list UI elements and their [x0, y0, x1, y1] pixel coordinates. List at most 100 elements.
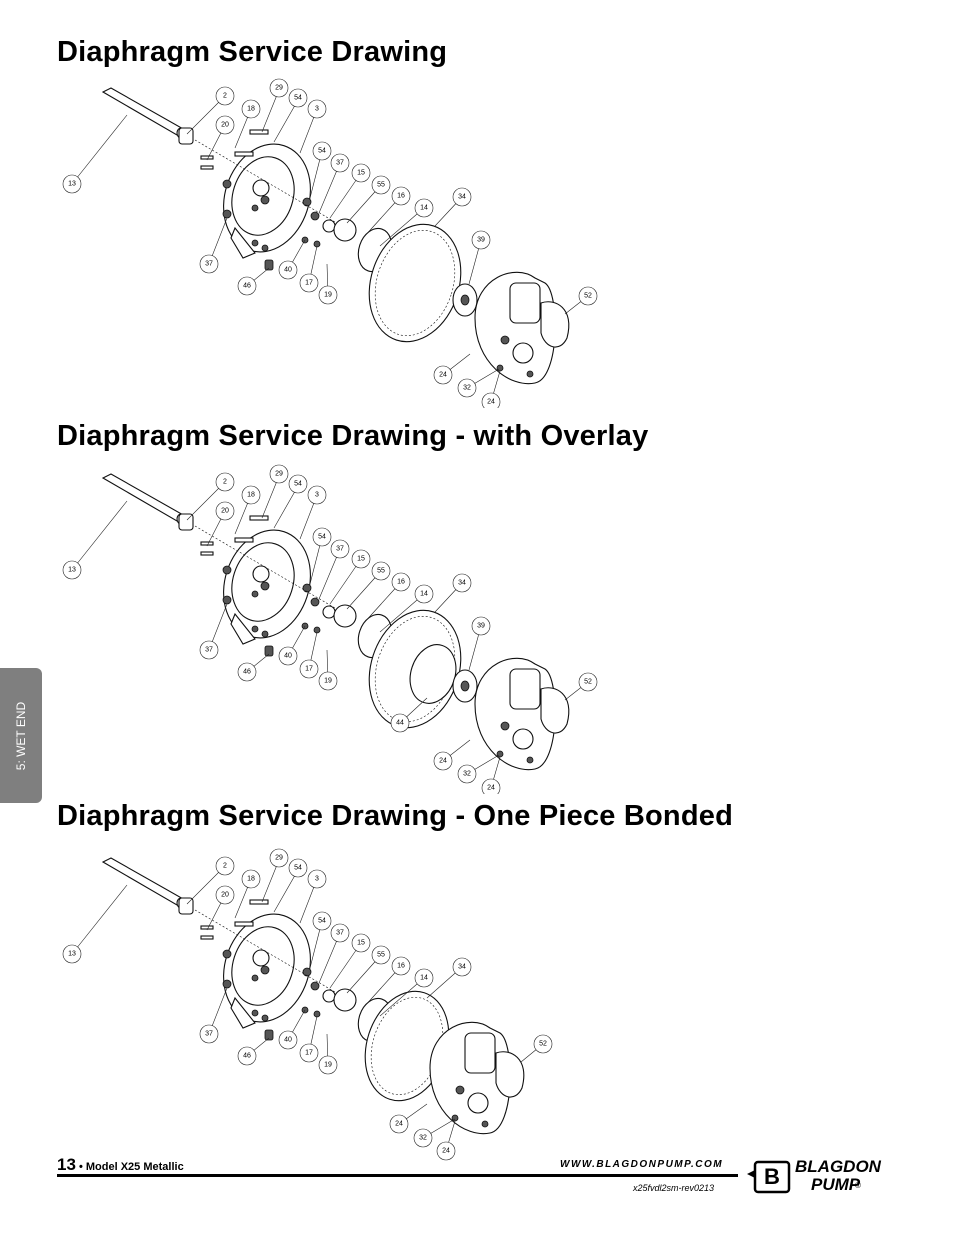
callout-17: 17 [305, 1050, 313, 1057]
callout-16: 16 [397, 579, 405, 586]
diaphragm-drawing-bonded: 13 2 29 54 18 3 20 54 37 15 55 16 14 34 … [55, 848, 615, 1178]
callouts: 13 2 29 54 18 3 20 54 37 15 55 16 14 34 … [62, 464, 598, 794]
section-side-tab: 5: WET END [0, 668, 42, 803]
callout-37: 37 [205, 261, 213, 268]
callout-32: 32 [463, 385, 471, 392]
callout-32: 32 [463, 771, 471, 778]
callout-15: 15 [357, 940, 365, 947]
website-link[interactable]: WWW.BLAGDONPUMP.COM [560, 1159, 724, 1170]
callout-14: 14 [420, 591, 428, 598]
callout-40: 40 [284, 267, 292, 274]
callout-46: 46 [243, 283, 251, 290]
callout-19: 19 [324, 678, 332, 685]
callout-55: 55 [377, 568, 385, 575]
callout-40: 40 [284, 1037, 292, 1044]
callout-18: 18 [247, 492, 255, 499]
callout-46: 46 [243, 1053, 251, 1060]
callout-37: 37 [336, 160, 344, 167]
callout-54: 54 [318, 534, 326, 541]
callout-3: 3 [315, 876, 319, 883]
callout-52: 52 [584, 293, 592, 300]
callout-39: 39 [477, 237, 485, 244]
section-title-2: Diaphragm Service Drawing - with Overlay [57, 420, 649, 452]
callout-32: 32 [419, 1135, 427, 1142]
callout-3: 3 [315, 492, 319, 499]
callout-54: 54 [318, 918, 326, 925]
callouts: 13 2 29 54 18 3 20 54 37 15 55 16 14 34 … [62, 848, 553, 1161]
callout-13: 13 [68, 181, 76, 188]
callout-3: 3 [315, 106, 319, 113]
callout-20: 20 [221, 508, 229, 515]
callout-15: 15 [357, 556, 365, 563]
callout-20: 20 [221, 122, 229, 129]
callout-17: 17 [305, 280, 313, 287]
liquid-chamber-part [474, 271, 570, 385]
callout-24: 24 [442, 1148, 450, 1155]
liquid-chamber-part [474, 657, 570, 771]
callout-2: 2 [223, 93, 227, 100]
logo-line2: PUMP [811, 1175, 861, 1194]
callout-37: 37 [336, 546, 344, 553]
callout-16: 16 [397, 193, 405, 200]
logo-registered-mark: ® [855, 1181, 861, 1190]
callout-54: 54 [294, 95, 302, 102]
callout-19: 19 [324, 1062, 332, 1069]
callout-52: 52 [584, 679, 592, 686]
callout-52: 52 [539, 1041, 547, 1048]
callout-29: 29 [275, 471, 283, 478]
logo-line1: BLAGDON [795, 1157, 882, 1176]
page-number: 13 [57, 1155, 76, 1174]
outer-plate-part [452, 283, 478, 317]
fastener-parts [200, 515, 357, 657]
callout-15: 15 [357, 170, 365, 177]
callout-2: 2 [223, 479, 227, 486]
model-name: • Model X25 Metallic [75, 1161, 184, 1173]
callouts: 13 2 29 54 18 3 20 54 37 15 55 16 14 34 … [62, 78, 598, 408]
callout-24: 24 [439, 758, 447, 765]
callout-18: 18 [247, 876, 255, 883]
callout-34: 34 [458, 964, 466, 971]
callout-16: 16 [397, 963, 405, 970]
callout-37: 37 [336, 930, 344, 937]
outer-plate-part [452, 669, 478, 703]
shaft-part [101, 87, 187, 139]
shaft-part [101, 473, 187, 525]
callout-54: 54 [294, 481, 302, 488]
section-title-1: Diaphragm Service Drawing [57, 36, 448, 68]
air-valve-plate-part [223, 529, 311, 645]
callout-24: 24 [487, 399, 495, 406]
callout-39: 39 [477, 623, 485, 630]
shaft-part [101, 857, 187, 909]
callout-24: 24 [395, 1121, 403, 1128]
callout-14: 14 [420, 205, 428, 212]
callout-34: 34 [458, 194, 466, 201]
side-tab-label: 5: WET END [14, 701, 28, 770]
callout-34: 34 [458, 580, 466, 587]
callout-55: 55 [377, 952, 385, 959]
callout-55: 55 [377, 182, 385, 189]
callout-14: 14 [420, 975, 428, 982]
callout-17: 17 [305, 666, 313, 673]
callout-37: 37 [205, 1031, 213, 1038]
bushing-part [178, 513, 194, 531]
logo-b-badge-icon [753, 1160, 791, 1194]
callout-40: 40 [284, 653, 292, 660]
callout-29: 29 [275, 855, 283, 862]
callout-29: 29 [275, 85, 283, 92]
diaphragm-drawing-standard: 13 2 29 54 18 3 20 54 37 15 55 16 14 34 … [55, 78, 615, 408]
callout-13: 13 [68, 567, 76, 574]
callout-18: 18 [247, 106, 255, 113]
logo-arrow-icon [747, 1170, 755, 1178]
blagdon-pump-logo: B BLAGDON PUMP ® [747, 1154, 907, 1196]
section-title-3: Diaphragm Service Drawing - One Piece Bo… [57, 800, 733, 832]
callout-37: 37 [205, 647, 213, 654]
callout-54: 54 [318, 148, 326, 155]
callout-13: 13 [68, 951, 76, 958]
callout-46: 46 [243, 669, 251, 676]
bushing-part [178, 897, 194, 915]
logo-letter: B [764, 1164, 780, 1189]
air-valve-plate-part [223, 143, 311, 259]
fastener-parts [200, 129, 357, 271]
diaphragm-drawing-overlay: 13 2 29 54 18 3 20 54 37 15 55 16 14 34 … [55, 464, 615, 794]
callout-24: 24 [439, 372, 447, 379]
